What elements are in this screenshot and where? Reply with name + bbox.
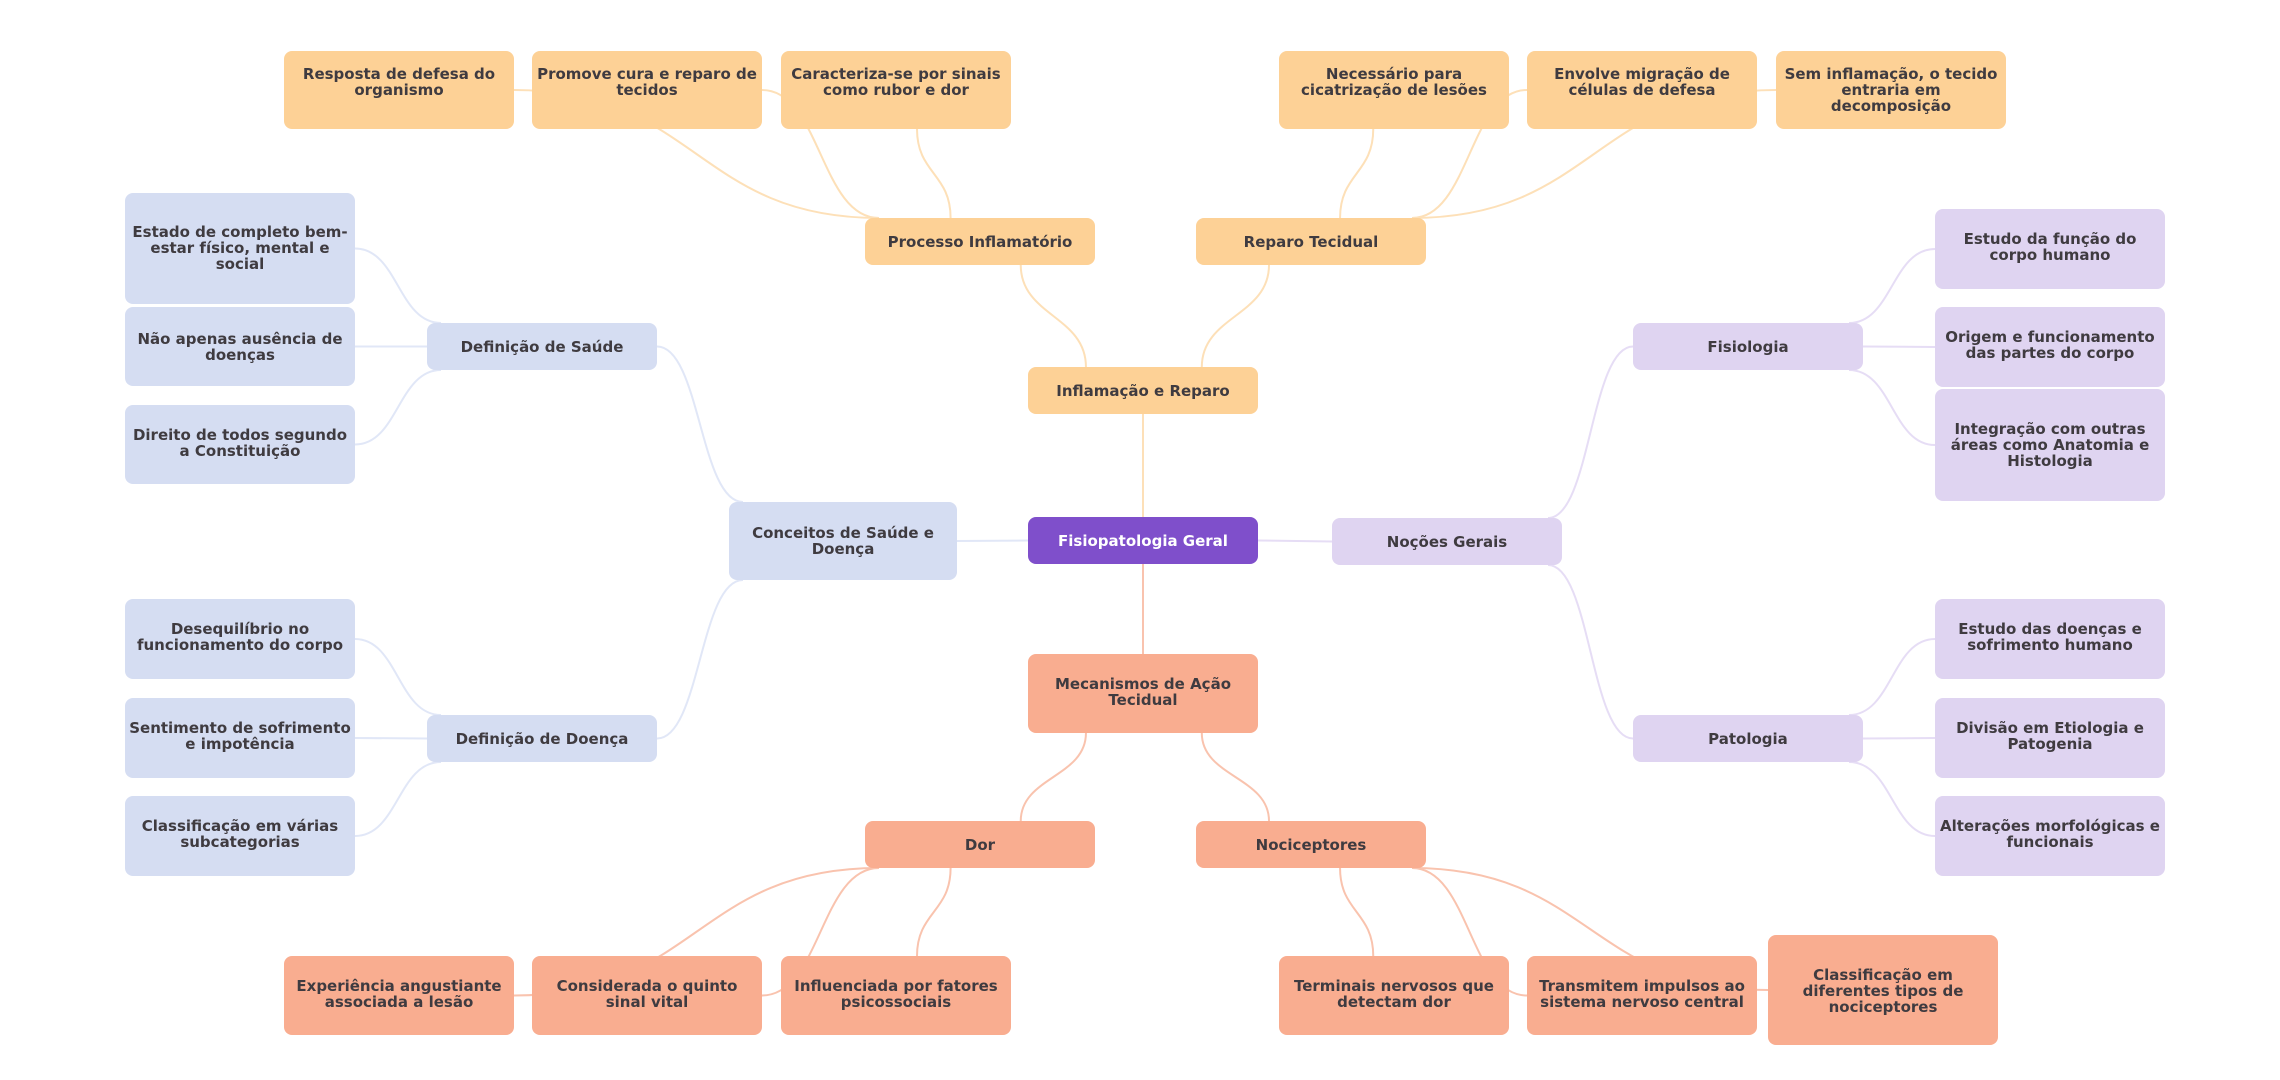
edge-inflam-proc (1019, 264, 1087, 368)
node-label: Classificação em diferentes tipos de noc… (1802, 966, 1964, 1016)
node-label: Sentimento de sofrimento e impotência (129, 719, 351, 753)
leaf-node[interactable]: Experiência angustiante associada a lesã… (284, 956, 514, 1035)
branch-inflamacao-reparo[interactable]: Inflamação e Reparo (1028, 367, 1258, 414)
leaf-node[interactable]: Caracteriza-se por sinais como rubor e d… (781, 51, 1011, 129)
leaf-node[interactable]: Resposta de defesa do organismo (284, 51, 514, 129)
edge-pat-t1 (1848, 638, 1936, 716)
leaf-node[interactable]: Classificação em diferentes tipos de noc… (1768, 935, 1998, 1045)
node-label: Alterações morfológicas e funcionais (1940, 817, 2160, 851)
edge-conc-saude (656, 345, 744, 503)
subbranch-definicao-doenca[interactable]: Definição de Doença (427, 715, 657, 762)
leaf-node[interactable]: Estudo da função do corpo humano (1935, 209, 2165, 289)
edge-conc-doenca (656, 579, 744, 740)
node-label: Promove cura e reparo de tecidos (537, 65, 757, 99)
node-label: Dor (964, 835, 996, 854)
node-label: Processo Inflamatório (887, 232, 1073, 251)
subbranch-processo-inflamatorio[interactable]: Processo Inflamatório (865, 218, 1095, 265)
subbranch-reparo-tecidual[interactable]: Reparo Tecidual (1196, 218, 1426, 265)
edge-dor-o3 (916, 867, 952, 957)
subbranch-nociceptores[interactable]: Nociceptores (1196, 821, 1426, 868)
node-label: Desequilíbrio no funcionamento do corpo (136, 620, 344, 654)
node-label: Patologia (1708, 729, 1788, 748)
root-node[interactable]: Fisiopatologia Geral (1028, 517, 1258, 564)
edge-root-noc (1257, 539, 1333, 543)
edge-rep-r1 (1339, 128, 1375, 219)
leaf-node[interactable]: Considerada o quinto sinal vital (532, 956, 762, 1035)
edge-doenca-d2 (354, 737, 428, 740)
edge-fis-f1 (1848, 248, 1936, 324)
node-label: Experiência angustiante associada a lesã… (296, 977, 502, 1011)
branch-mecanismos-acao-tecidual[interactable]: Mecanismos de Ação Tecidual (1028, 654, 1258, 733)
node-label: Necessário para cicatrização de lesões (1301, 65, 1487, 99)
node-label: Mecanismos de Ação Tecidual (1054, 675, 1231, 709)
edge-saude-s1 (354, 247, 442, 324)
subbranch-definicao-saude[interactable]: Definição de Saúde (427, 323, 657, 370)
edge-pat-t2 (1862, 737, 1936, 740)
node-label: Noções Gerais (1386, 532, 1508, 551)
leaf-node[interactable]: Influenciada por fatores psicossociais (781, 956, 1011, 1035)
node-label: Integração com outras áreas como Anatomi… (1950, 420, 2150, 470)
leaf-node[interactable]: Estado de completo bem-estar físico, men… (125, 193, 355, 304)
leaf-node[interactable]: Sentimento de sofrimento e impotência (125, 698, 355, 778)
node-label: Não apenas ausência de doenças (137, 330, 343, 364)
edge-mec-dor (1019, 732, 1087, 822)
node-label: Estudo das doenças e sofrimento humano (1958, 620, 2142, 654)
node-label: Considerada o quinto sinal vital (556, 977, 738, 1011)
leaf-node[interactable]: Promove cura e reparo de tecidos (532, 51, 762, 129)
leaf-node[interactable]: Origem e funcionamento das partes do cor… (1935, 307, 2165, 387)
node-label: Origem e funcionamento das partes do cor… (1945, 328, 2155, 362)
node-label: Estudo da função do corpo humano (1963, 230, 2137, 264)
leaf-node[interactable]: Terminais nervosos que detectam dor (1279, 956, 1509, 1035)
leaf-node[interactable]: Classificação em várias subcategorias (125, 796, 355, 876)
node-label: Transmitem impulsos ao sistema nervoso c… (1539, 977, 1745, 1011)
leaf-node[interactable]: Sem inflamação, o tecido entraria em dec… (1776, 51, 2006, 129)
branch-nocoes-gerais[interactable]: Noções Gerais (1332, 518, 1562, 565)
node-label: Divisão em Etiologia e Patogenia (1956, 719, 2144, 753)
edge-saude-s3 (354, 369, 442, 446)
leaf-node[interactable]: Envolve migração de células de defesa (1527, 51, 1757, 129)
node-label: Fisiopatologia Geral (1058, 531, 1228, 550)
node-label: Envolve migração de células de defesa (1554, 65, 1730, 99)
node-label: Nociceptores (1255, 835, 1367, 854)
node-label: Definição de Doença (455, 729, 629, 748)
leaf-node[interactable]: Não apenas ausência de doenças (125, 307, 355, 386)
node-label: Caracteriza-se por sinais como rubor e d… (791, 65, 1001, 99)
edge-noc-fis (1547, 345, 1634, 519)
leaf-node[interactable]: Desequilíbrio no funcionamento do corpo (125, 599, 355, 679)
node-label: Reparo Tecidual (1243, 232, 1379, 251)
leaf-node[interactable]: Alterações morfológicas e funcionais (1935, 796, 2165, 876)
subbranch-dor[interactable]: Dor (865, 821, 1095, 868)
leaf-node[interactable]: Integração com outras áreas como Anatomi… (1935, 389, 2165, 501)
edge-noc-pat (1547, 564, 1634, 740)
node-label: Estado de completo bem-estar físico, men… (132, 223, 348, 273)
node-label: Inflamação e Reparo (1056, 381, 1230, 400)
edge-doenca-d1 (354, 638, 442, 716)
leaf-node[interactable]: Divisão em Etiologia e Patogenia (1935, 698, 2165, 778)
edge-proc-p3 (916, 128, 952, 219)
node-label: Sem inflamação, o tecido entraria em dec… (1784, 65, 1998, 115)
edge-mec-nocic (1200, 732, 1270, 822)
leaf-node[interactable]: Transmitem impulsos ao sistema nervoso c… (1527, 956, 1757, 1035)
node-label: Influenciada por fatores psicossociais (794, 977, 998, 1011)
edge-fis-f2 (1862, 345, 1936, 348)
edge-doenca-d3 (354, 761, 442, 837)
node-label: Fisiologia (1707, 337, 1789, 356)
node-label: Definição de Saúde (460, 337, 624, 356)
node-label: Conceitos de Saúde e Doença (752, 524, 934, 558)
leaf-node[interactable]: Direito de todos segundo a Constituição (125, 405, 355, 484)
leaf-node[interactable]: Estudo das doenças e sofrimento humano (1935, 599, 2165, 679)
leaf-node[interactable]: Necessário para cicatrização de lesões (1279, 51, 1509, 129)
edge-inflam-rep (1200, 264, 1270, 368)
edge-pat-t3 (1848, 761, 1936, 837)
edge-fis-f3 (1848, 369, 1936, 446)
node-label: Direito de todos segundo a Constituição (132, 426, 348, 460)
subbranch-patologia[interactable]: Patologia (1633, 715, 1863, 762)
subbranch-fisiologia[interactable]: Fisiologia (1633, 323, 1863, 370)
edge-root-conc (956, 539, 1029, 542)
branch-conceitos-saude-doenca[interactable]: Conceitos de Saúde e Doença (729, 502, 957, 580)
node-label: Classificação em várias subcategorias (141, 817, 339, 851)
node-label: Terminais nervosos que detectam dor (1294, 977, 1494, 1011)
node-label: Resposta de defesa do organismo (302, 65, 496, 99)
edge-nocic-n1 (1339, 867, 1375, 957)
